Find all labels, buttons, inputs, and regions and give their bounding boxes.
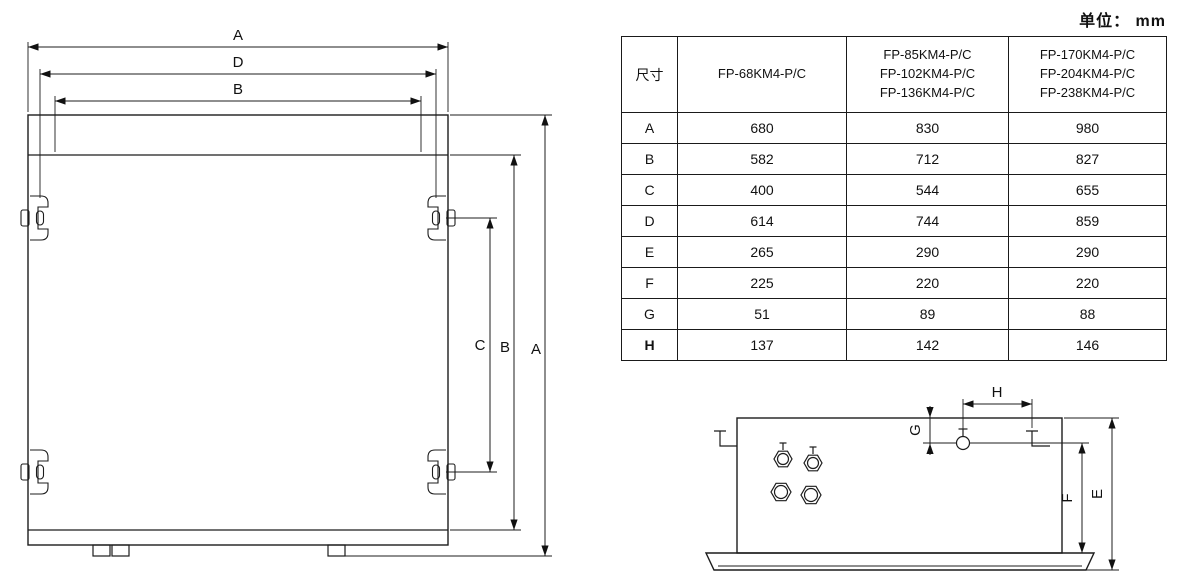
cell-value: 290 xyxy=(1008,236,1167,268)
dim-g: G xyxy=(907,406,957,455)
header-model-col-2: FP-85KM4-P/C FP-102KM4-P/C FP-136KM4-P/C xyxy=(846,36,1009,113)
pipe-connections xyxy=(770,442,823,505)
header-dimension: 尺寸 xyxy=(621,36,678,113)
table-row-d: D 614 744 859 xyxy=(621,205,1167,237)
row-label: H xyxy=(621,329,678,361)
dim-label-h: H xyxy=(992,384,1003,401)
dim-label-c-height: C xyxy=(475,337,486,354)
cell-value: 220 xyxy=(1008,267,1167,299)
cell-value: 582 xyxy=(677,143,847,175)
dim-e: E xyxy=(1064,417,1119,571)
cell-value: 220 xyxy=(846,267,1009,299)
dim-label-b-width: B xyxy=(233,81,243,98)
table-row-a: A 680 830 980 xyxy=(621,112,1167,144)
row-label: C xyxy=(621,174,678,206)
top-view-drawing: A D B C xyxy=(20,27,552,557)
row-label: G xyxy=(621,298,678,330)
cell-value: 980 xyxy=(1008,112,1167,144)
cell-value: 265 xyxy=(677,236,847,268)
header-model-col-3: FP-170KM4-P/C FP-204KM4-P/C FP-238KM4-P/… xyxy=(1008,36,1167,113)
cell-value: 614 xyxy=(677,205,847,237)
unit-outline-top-view xyxy=(27,114,449,546)
table-row-c: C 400 544 655 xyxy=(621,174,1167,206)
decoration-panel xyxy=(704,552,1096,571)
table-row-e: E 265 290 290 xyxy=(621,236,1167,268)
dim-label-a-height: A xyxy=(531,341,541,358)
cell-value: 744 xyxy=(846,205,1009,237)
cell-value: 137 xyxy=(677,329,847,361)
table-header-row: 尺寸 FP-68KM4-P/C FP-85KM4-P/C FP-102KM4-P… xyxy=(621,36,1167,113)
dim-label-b-height: B xyxy=(500,339,510,356)
dim-b-height: B xyxy=(450,154,521,531)
dim-h: H xyxy=(962,384,1033,434)
table-row-g: G 51 89 88 xyxy=(621,298,1167,330)
unit-outline-side-view xyxy=(736,417,1063,554)
table-row-b: B 582 712 827 xyxy=(621,143,1167,175)
cell-value: 51 xyxy=(677,298,847,330)
cell-value: 290 xyxy=(846,236,1009,268)
cell-value: 655 xyxy=(1008,174,1167,206)
mounting-brackets xyxy=(20,195,456,495)
left-hanger-bracket xyxy=(714,430,737,447)
unit-label: 单位： mm xyxy=(1079,13,1166,30)
cell-value: 830 xyxy=(846,112,1009,144)
dim-a-width: A xyxy=(27,27,449,112)
dim-label-g: G xyxy=(907,424,924,436)
dimension-table: 尺寸 FP-68KM4-P/C FP-85KM4-P/C FP-102KM4-P… xyxy=(621,36,1167,361)
cell-value: 89 xyxy=(846,298,1009,330)
cell-value: 225 xyxy=(677,267,847,299)
right-hanger-bracket xyxy=(1026,430,1050,447)
dim-label-e: E xyxy=(1089,489,1106,499)
cell-value: 712 xyxy=(846,143,1009,175)
dim-label-a-width: A xyxy=(233,27,243,44)
cell-value: 544 xyxy=(846,174,1009,206)
bottom-feet xyxy=(92,544,346,557)
dim-label-f: F xyxy=(1059,493,1076,502)
row-label: B xyxy=(621,143,678,175)
dim-d-width: D xyxy=(39,54,437,198)
bracket-bottom-left xyxy=(20,449,49,495)
dim-label-d-width: D xyxy=(233,54,244,71)
dim-a-height: A xyxy=(345,114,552,557)
cell-value: 400 xyxy=(677,174,847,206)
row-label: D xyxy=(621,205,678,237)
cell-value: 142 xyxy=(846,329,1009,361)
dim-c-height: C xyxy=(446,217,497,473)
header-model-col-1: FP-68KM4-P/C xyxy=(677,36,847,113)
cell-value: 827 xyxy=(1008,143,1167,175)
dim-f: F xyxy=(970,442,1089,554)
dim-b-width: B xyxy=(54,81,422,152)
table-row-h: H 137 142 146 xyxy=(621,329,1167,361)
row-label: F xyxy=(621,267,678,299)
table-row-f: F 225 220 220 xyxy=(621,267,1167,299)
bracket-top-left xyxy=(20,195,49,241)
cell-value: 146 xyxy=(1008,329,1167,361)
cell-value: 680 xyxy=(677,112,847,144)
cell-value: 859 xyxy=(1008,205,1167,237)
cell-value: 88 xyxy=(1008,298,1167,330)
row-label: A xyxy=(621,112,678,144)
side-view-drawing: H G F E xyxy=(704,384,1119,571)
row-label: E xyxy=(621,236,678,268)
